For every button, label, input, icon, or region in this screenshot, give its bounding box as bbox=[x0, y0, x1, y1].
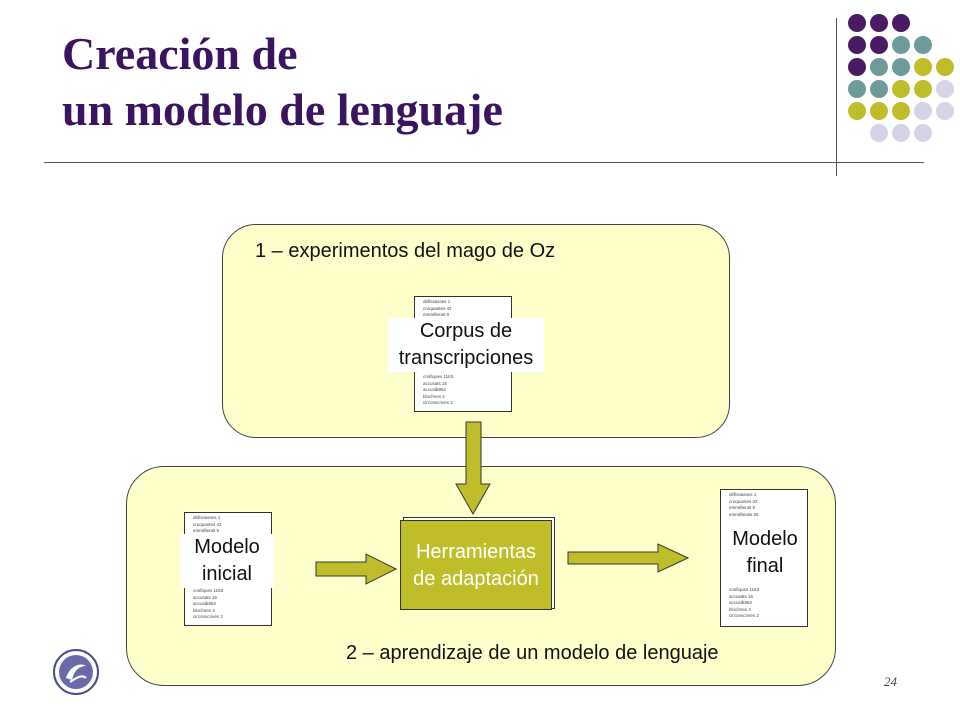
doc-line: défissasses 1 bbox=[423, 299, 451, 304]
decorative-dot bbox=[848, 36, 866, 54]
doc-line: croquantes 42 bbox=[423, 305, 452, 311]
decorative-dot bbox=[870, 124, 888, 142]
decorative-dot bbox=[892, 124, 910, 142]
decorative-dot bbox=[892, 58, 910, 76]
doc-line: emmêlerait 9 bbox=[729, 505, 756, 510]
doc-line: emmêlerait 9 bbox=[423, 312, 450, 317]
doc-line: accusât862 bbox=[423, 387, 447, 392]
decorative-dot bbox=[848, 102, 866, 120]
initial-model-label-line-2: inicial bbox=[201, 563, 253, 585]
corpus-label-line-1: Corpus de bbox=[419, 320, 513, 342]
arrow-right-icon bbox=[567, 543, 690, 573]
title-divider-horizontal bbox=[44, 162, 924, 163]
decorative-dot bbox=[848, 14, 866, 32]
decorative-dot bbox=[870, 80, 888, 98]
decorative-dot bbox=[892, 36, 910, 54]
arrow-down-icon bbox=[455, 421, 491, 516]
initial-model-label: Modelo inicial bbox=[180, 534, 274, 588]
doc-line: emmêlerait 9 bbox=[193, 528, 220, 533]
doc-line: accusats 16 bbox=[423, 380, 448, 386]
stage1-label: 1 – experimentos del mago de Oz bbox=[255, 240, 556, 262]
decorative-dot bbox=[892, 102, 910, 120]
doc-line: croquantes 42 bbox=[193, 521, 222, 527]
page-number: 24 bbox=[884, 674, 897, 689]
doc-line: emmêlerais 26 bbox=[729, 511, 759, 517]
final-model-label: Modelo final bbox=[724, 526, 806, 580]
decorative-dot bbox=[870, 58, 888, 76]
doc-line: défissasses 1 bbox=[193, 515, 221, 520]
final-model-lines-top: défissasses 1 croquantes 42 emmêlerait 9… bbox=[729, 492, 806, 518]
doc-line: accusats 16 bbox=[729, 593, 754, 599]
final-model-lines-bottom: confiques 1163 accusats 16 accusât862 bl… bbox=[729, 587, 806, 620]
title-line-1: Creación de bbox=[62, 28, 298, 79]
final-model-label-line-1: Modelo bbox=[732, 528, 798, 550]
doc-line: défissasses 1 bbox=[729, 492, 757, 497]
decorative-dot bbox=[914, 102, 932, 120]
slide-title: Creación de un modelo de lenguaje bbox=[62, 26, 503, 138]
decorative-dot bbox=[914, 36, 932, 54]
decorative-dot bbox=[936, 80, 954, 98]
decorative-dot bbox=[936, 102, 954, 120]
initial-model-lines-top: défissasses 1 croquantes 42 emmêlerait 9 bbox=[193, 515, 270, 535]
university-logo-icon bbox=[53, 649, 99, 695]
decorative-dot bbox=[914, 58, 932, 76]
decorative-dot bbox=[936, 58, 954, 76]
title-line-2: un modelo de lenguaje bbox=[62, 84, 503, 135]
arrow-right-icon bbox=[315, 553, 398, 585]
doc-line: confiques 1163 bbox=[729, 587, 760, 592]
decorative-dot bbox=[870, 14, 888, 32]
decorative-dot bbox=[870, 102, 888, 120]
doc-line: confiques 1163 bbox=[193, 588, 224, 593]
stage2-label: 2 – aprendizaje de un modelo de lenguaje bbox=[346, 642, 719, 664]
doc-line: accusats 16 bbox=[193, 594, 218, 600]
doc-line: circonscrives 2 bbox=[729, 613, 759, 618]
title-divider-vertical bbox=[836, 18, 837, 176]
decorative-dot bbox=[914, 80, 932, 98]
adaptation-tools-box: Herramientas de adaptación bbox=[400, 520, 552, 610]
doc-line: croquantes 42 bbox=[729, 498, 758, 504]
initial-model-label-line-1: Modelo bbox=[194, 536, 260, 558]
doc-line: blocîmes 4 bbox=[729, 606, 751, 612]
final-model-label-line-2: final bbox=[746, 555, 784, 577]
doc-line: accusât862 bbox=[193, 601, 217, 606]
doc-line: accusât862 bbox=[729, 600, 753, 605]
decorative-dot bbox=[914, 124, 932, 142]
decorative-dot bbox=[848, 80, 866, 98]
decorative-dot bbox=[892, 80, 910, 98]
tools-label-line-2: de adaptación bbox=[413, 568, 539, 590]
decorative-dot bbox=[848, 58, 866, 76]
corpus-label-line-2: transcripciones bbox=[398, 347, 534, 369]
doc-line: circonscrives 2 bbox=[193, 614, 223, 619]
tools-label-line-1: Herramientas bbox=[415, 541, 537, 563]
doc-line: blocîmes 4 bbox=[193, 607, 215, 613]
corpus-label: Corpus de transcripciones bbox=[388, 318, 544, 372]
initial-model-lines-bottom: confiques 1163 accusats 16 accusât862 bl… bbox=[193, 588, 270, 621]
doc-line: blocîmes 4 bbox=[423, 393, 445, 399]
corpus-lines-bottom: confiques 1163 accusats 16 accusât862 bl… bbox=[423, 374, 509, 407]
decorative-dot bbox=[870, 36, 888, 54]
doc-line: circonscrives 2 bbox=[423, 400, 453, 405]
doc-line: confiques 1163 bbox=[423, 374, 454, 379]
corpus-lines-top: défissasses 1 croquantes 42 emmêlerait 9 bbox=[423, 299, 509, 319]
decorative-dot bbox=[892, 14, 910, 32]
